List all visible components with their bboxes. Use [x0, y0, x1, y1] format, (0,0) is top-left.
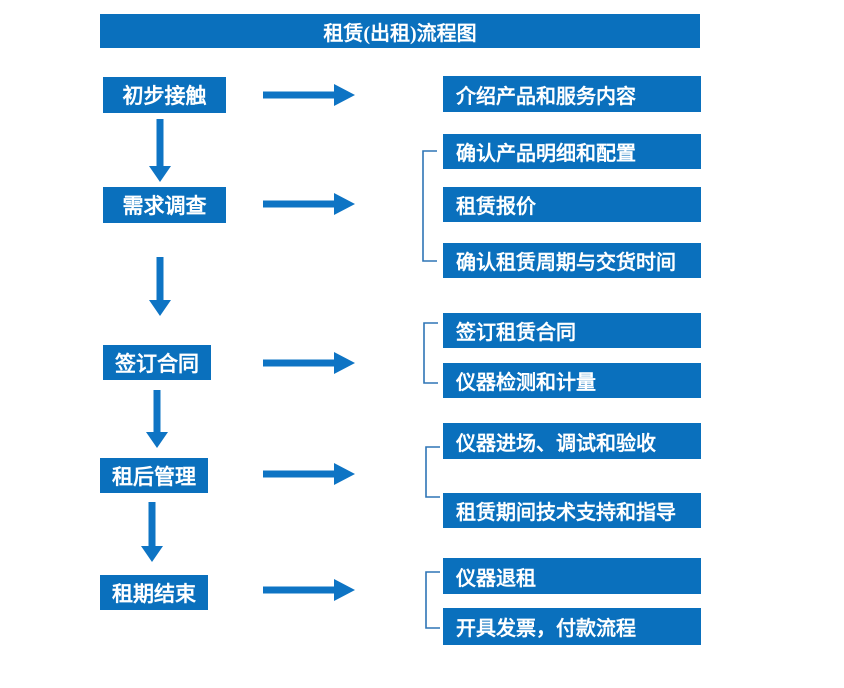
detail-box-rental-quotation: 租赁报价	[443, 187, 701, 222]
detail-box-invoice-payment-process: 开具发票，付款流程	[443, 608, 701, 645]
group-bracket	[422, 150, 437, 262]
flowchart-title: 租赁(出租)流程图	[100, 14, 700, 48]
detail-box-confirm-rental-period-delivery: 确认租赁周期与交货时间	[443, 243, 701, 278]
down-arrow-icon	[149, 119, 171, 182]
down-arrow-icon	[149, 257, 171, 316]
right-arrow-icon	[263, 193, 355, 215]
step-box-demand-survey: 需求调查	[103, 187, 226, 223]
detail-box-instrument-setup-acceptance: 仪器进场、调试和验收	[443, 423, 701, 459]
step-box-lease-end: 租期结束	[100, 575, 208, 610]
detail-box-technical-support-guidance: 租赁期间技术支持和指导	[443, 493, 701, 528]
detail-box-instrument-return: 仪器退租	[443, 558, 701, 594]
detail-box-instrument-testing-measurement: 仪器检测和计量	[443, 363, 701, 398]
down-arrow-icon	[146, 390, 168, 448]
detail-box-confirm-product-details: 确认产品明细和配置	[443, 134, 701, 169]
detail-box-sign-rental-contract: 签订租赁合同	[443, 313, 701, 348]
right-arrow-icon	[263, 579, 355, 601]
group-bracket	[425, 446, 440, 498]
right-arrow-icon	[263, 463, 355, 485]
down-arrow-icon	[141, 502, 163, 562]
group-bracket	[423, 322, 438, 384]
step-box-initial-contact: 初步接触	[103, 77, 226, 113]
step-box-post-rental-management: 租后管理	[100, 458, 208, 493]
right-arrow-icon	[263, 84, 355, 106]
detail-box-introduce-products-services: 介绍产品和服务内容	[443, 76, 701, 112]
right-arrow-icon	[263, 352, 355, 374]
group-bracket	[425, 571, 440, 629]
step-box-sign-contract: 签订合同	[103, 345, 211, 380]
